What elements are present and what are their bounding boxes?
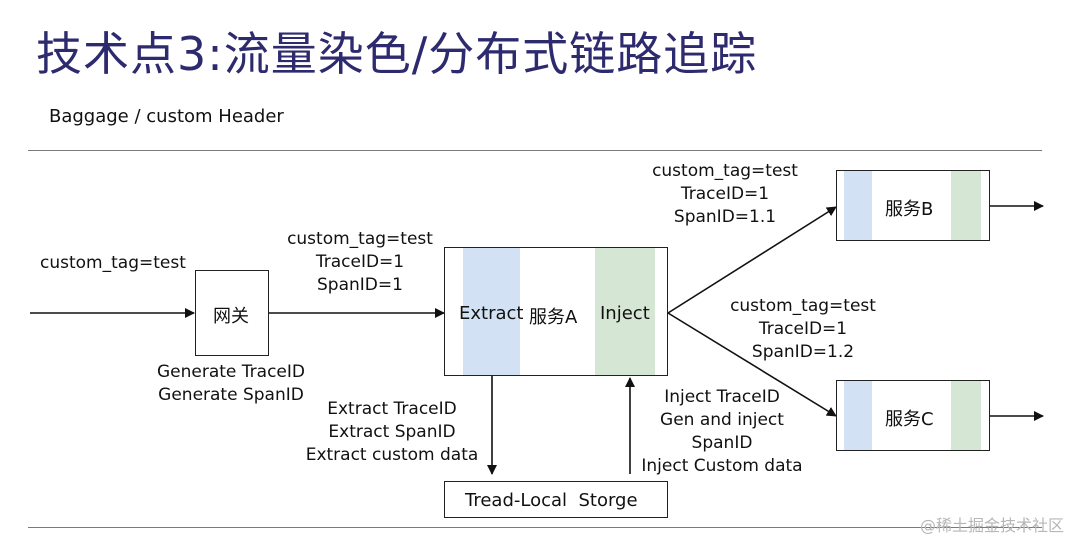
a-to-b-label: custom_tag=test TraceID=1 SpanID=1.1 [640, 160, 810, 229]
bottom-divider [28, 527, 1042, 528]
label-line: TraceID=1 [315, 252, 405, 272]
service-c-extract-band [844, 381, 872, 450]
label-line: Inject Custom data [641, 456, 803, 476]
label-line: TraceID=1 [758, 319, 848, 339]
inject-band [595, 248, 655, 375]
label-line: custom_tag=test [730, 296, 876, 316]
label-line: Extract SpanID [328, 422, 456, 442]
inject-label: Inject [600, 303, 650, 324]
incoming-label: custom_tag=test [40, 252, 186, 275]
arrow-a-to-c [667, 312, 837, 417]
service-a-label: 服务A [529, 307, 578, 328]
label-line: custom_tag=test [287, 229, 433, 249]
service-c-node: 服务C [836, 380, 990, 451]
a-to-storage-label: Extract TraceID Extract SpanID Extract c… [294, 398, 490, 467]
extract-band [463, 248, 520, 375]
storage-to-a-label: Inject TraceID Gen and inject SpanID Inj… [634, 386, 810, 478]
arrow-a-to-b [667, 206, 837, 314]
label-line: Gen and inject [660, 410, 784, 430]
label-line: custom_tag=test [652, 161, 798, 181]
gateway-to-a-label: custom_tag=test TraceID=1 SpanID=1 [270, 228, 450, 297]
storage-label: Tread-Local Storge [465, 490, 638, 511]
service-c-inject-band [951, 381, 981, 450]
label-line: Generate TraceID [156, 362, 305, 382]
page-title: 技术点3:流量染色/分布式链路追踪 [36, 27, 758, 81]
service-c-label: 服务C [885, 409, 934, 430]
label-line: Generate SpanID [158, 385, 304, 405]
extract-label: Extract [459, 303, 524, 324]
service-b-node: 服务B [836, 170, 990, 241]
service-b-inject-band [951, 171, 981, 240]
label-line: SpanID=1.2 [751, 342, 855, 362]
top-divider [28, 150, 1042, 151]
a-to-c-label: custom_tag=test TraceID=1 SpanID=1.2 [718, 295, 888, 364]
gateway-generate-label: Generate TraceID Generate SpanID [146, 361, 316, 407]
label-line: Extract custom data [305, 445, 479, 465]
label-line: SpanID=1 [317, 275, 403, 295]
label-line: SpanID=1.1 [673, 207, 777, 227]
label-line: SpanID [691, 433, 753, 453]
storage-node: Tread-Local Storge [444, 481, 668, 518]
service-b-extract-band [844, 171, 872, 240]
gateway-label: 网关 [213, 306, 249, 327]
label-line: Extract TraceID [327, 399, 457, 419]
service-a-node: Extract 服务A Inject [444, 247, 668, 376]
incoming-label-line: custom_tag=test [40, 253, 186, 273]
label-line: Inject TraceID [664, 387, 780, 407]
service-b-label: 服务B [885, 199, 934, 220]
label-line: TraceID=1 [680, 184, 770, 204]
gateway-node: 网关 [195, 270, 269, 356]
subtitle: Baggage / custom Header [49, 106, 284, 127]
watermark: @稀土掘金技术社区 [919, 516, 1064, 535]
